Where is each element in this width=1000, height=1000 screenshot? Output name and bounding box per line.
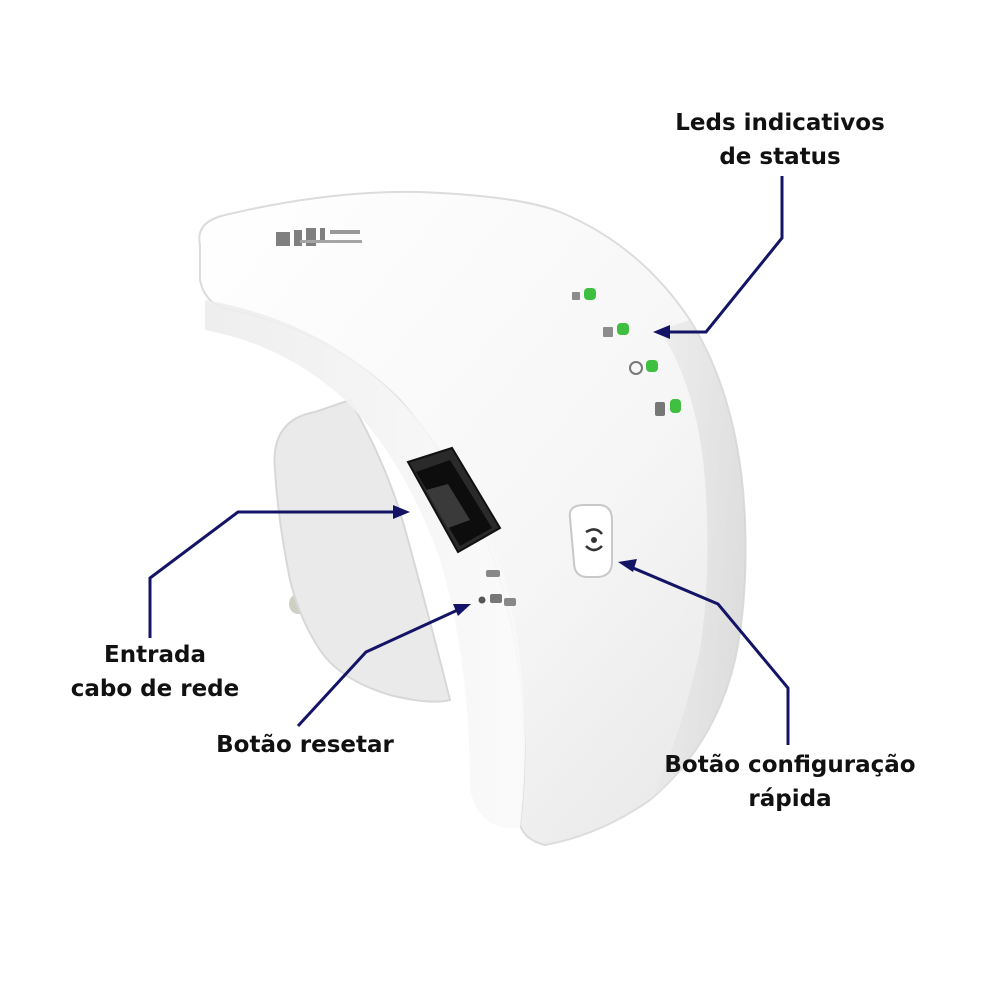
device-side-edge: [650, 320, 746, 800]
status-leds: [572, 288, 681, 416]
led-wps: [655, 399, 681, 416]
callout-config: [618, 559, 790, 745]
callout-leds: [653, 176, 784, 339]
label-entrada-line2: cabo de rede: [70, 676, 240, 702]
label-reset-line1: Botão resetar: [216, 732, 394, 758]
label-network-input: Entrada cabo de rede: [40, 638, 270, 706]
label-leds-line2: de status: [719, 144, 841, 170]
label-quick-config-button: Botão configuração rápida: [645, 748, 935, 816]
ethernet-port: [406, 446, 502, 554]
led-power: [572, 288, 596, 300]
label-config-line2: rápida: [748, 786, 832, 812]
label-entrada-line1: Entrada: [104, 642, 206, 668]
label-reset-button: Botão resetar: [200, 728, 410, 762]
wifi-logo: [276, 228, 362, 246]
label-leds-status: Leds indicativos de status: [660, 106, 900, 174]
reset-hole: [478, 570, 516, 606]
wps-button: [568, 504, 613, 578]
led-lan: [603, 323, 629, 337]
device-inner-face: [205, 300, 525, 829]
callout-reset: [296, 604, 471, 728]
led-wifi: [629, 360, 658, 375]
label-config-line1: Botão configuração: [664, 752, 916, 778]
callout-entrada: [148, 505, 410, 638]
label-leds-line1: Leds indicativos: [675, 110, 885, 136]
